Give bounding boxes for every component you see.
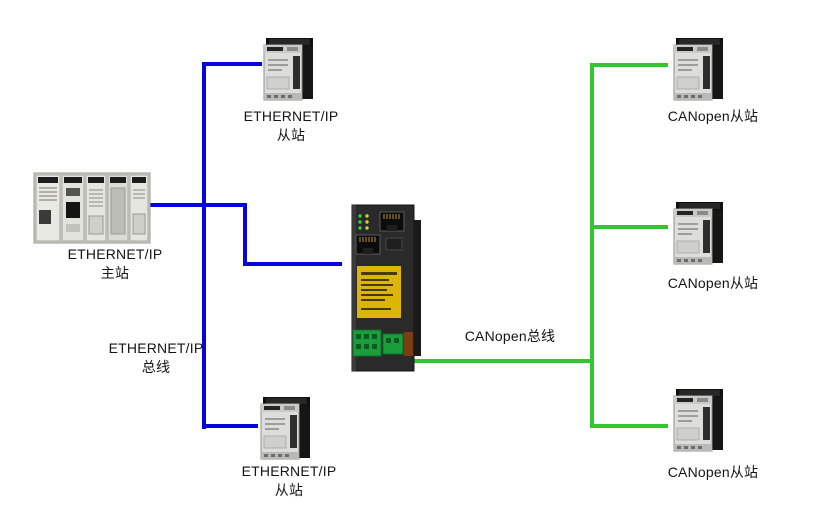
label-line-1: ETHERNET/IP: [67, 246, 163, 262]
canopen-slave-middle-device-image: [667, 201, 729, 269]
ethernet-ip-bus-bottom-branch-line: [202, 424, 258, 428]
canopen-bus-top-branch-line: [590, 63, 668, 67]
canopen-slave-middle-label: CANopen从站: [648, 274, 778, 293]
canopen-slave-top-label: CANopen从站: [648, 107, 778, 126]
canopen-bus-bottom-branch-line: [590, 424, 668, 428]
canopen-slave-bottom-device-image: [667, 388, 729, 456]
ethernet-ip-bus-vertical-line: [202, 62, 206, 429]
canopen-slave-top-device-image: [667, 37, 729, 105]
plc-master-device-image: [33, 170, 151, 246]
ethernet-ip-bus-gateway-branch-line: [243, 262, 342, 266]
label-line-1: CANopen从站: [667, 464, 759, 480]
label-line-1: ETHERNET/IP: [241, 463, 337, 479]
label-line-2: 从站: [276, 127, 306, 143]
gateway-device-image: [340, 202, 432, 374]
plc-master-label: ETHERNET/IP 主站: [55, 245, 175, 283]
ethernet-ip-bus-label: ETHERNET/IP 总线: [96, 339, 216, 377]
ethernet-ip-slave-top-device-image: [257, 37, 319, 105]
canopen-slave-bottom-label: CANopen从站: [648, 463, 778, 482]
label-line-1: CANopen从站: [667, 275, 759, 291]
ethernet-ip-bus-step-line: [243, 203, 247, 266]
ethernet-ip-slave-top-label: ETHERNET/IP 从站: [236, 107, 346, 145]
ethernet-ip-bus-top-branch-line: [202, 62, 262, 66]
label-line-2: 主站: [100, 265, 130, 281]
ethernet-ip-slave-bottom-label: ETHERNET/IP 从站: [234, 462, 344, 500]
label-line-1: CANopen从站: [667, 108, 759, 124]
label-line-1: ETHERNET/IP: [108, 340, 204, 356]
canopen-bus-gateway-branch-line: [403, 359, 594, 363]
canopen-bus-label: CANopen总线: [450, 327, 570, 346]
canopen-bus-vertical-line: [590, 63, 594, 428]
label-line-2: 从站: [274, 482, 304, 498]
ethernet-ip-slave-bottom-device-image: [254, 396, 316, 464]
label-line-2: 总线: [141, 359, 171, 375]
ethernet-ip-bus-master-branch-line: [149, 203, 247, 207]
canopen-bus-middle-branch-line: [590, 225, 668, 229]
label-line-1: ETHERNET/IP: [243, 108, 339, 124]
label-line-1: CANopen总线: [464, 328, 556, 344]
